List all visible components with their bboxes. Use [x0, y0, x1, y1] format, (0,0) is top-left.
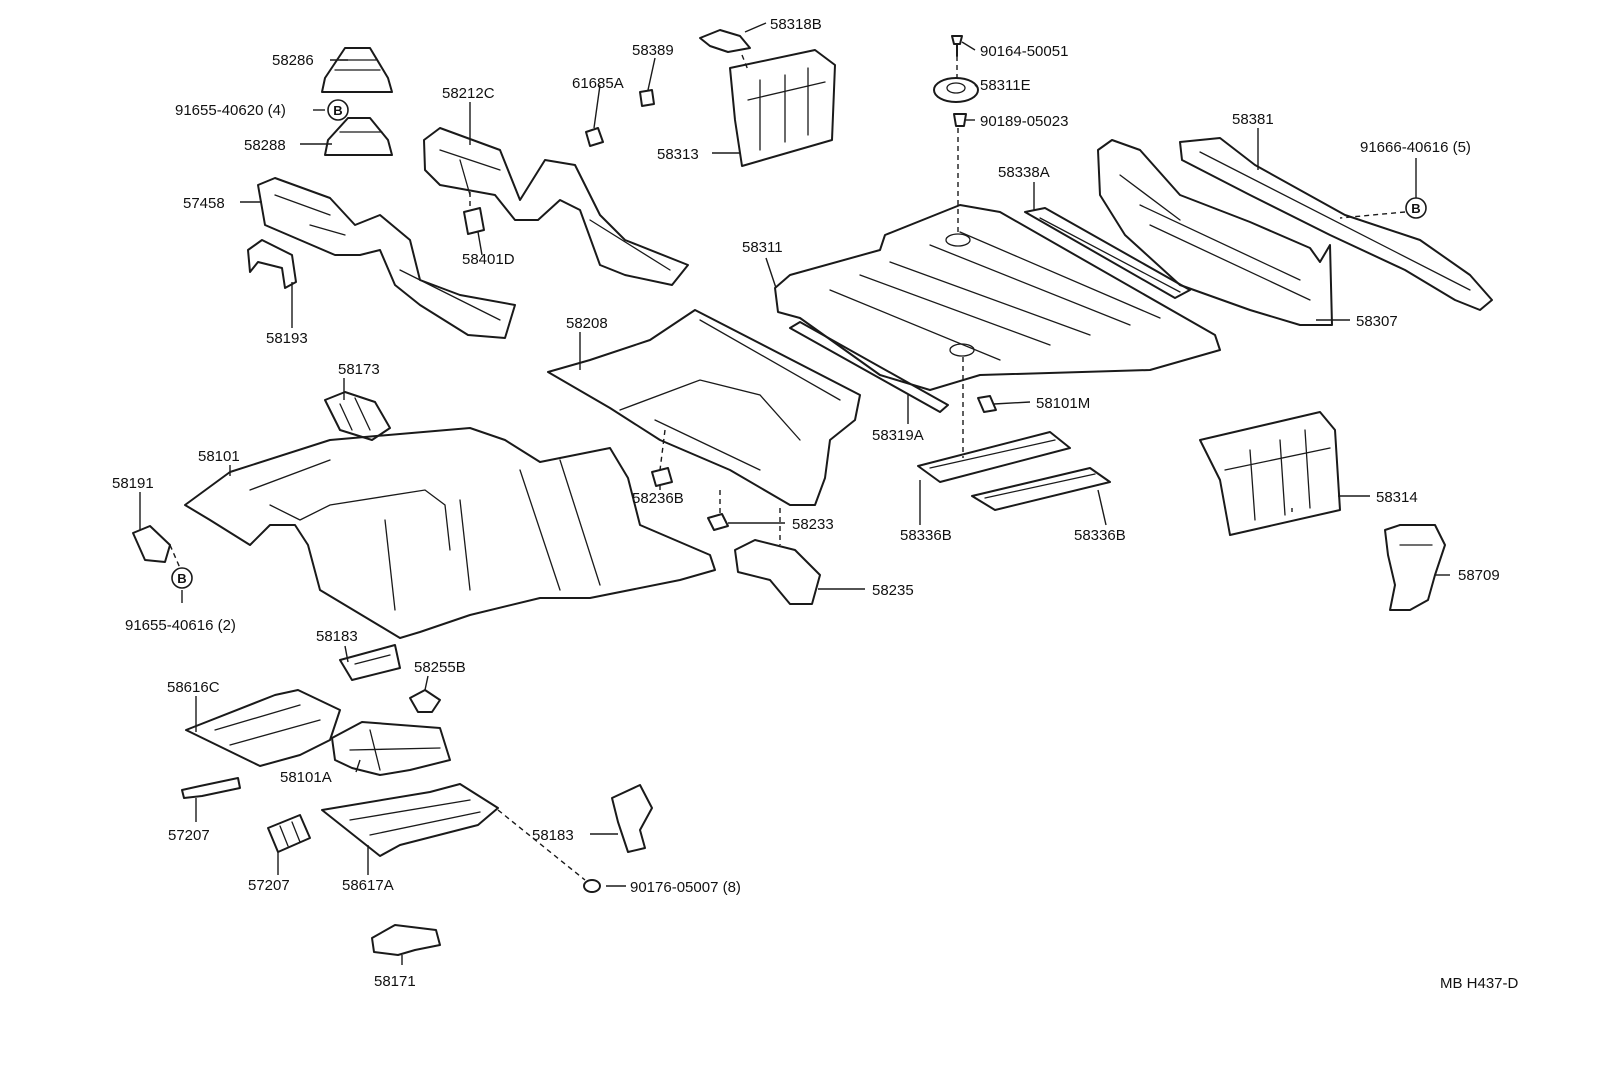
- label-58183-a: 58183: [316, 628, 358, 645]
- dashed-alignment-lines: [169, 54, 1293, 881]
- part-58235-bracket: [734, 539, 821, 605]
- part-57207-pin-a: [181, 777, 241, 799]
- diagram-code: MB H437-D: [1440, 975, 1519, 992]
- label-58314: 58314: [1376, 489, 1418, 506]
- label-58381: 58381: [1232, 111, 1274, 128]
- part-labels: 58286 91655-40620 (4) 58288 57458 58193 …: [112, 16, 1519, 992]
- label-91655-40620: 91655-40620 (4): [175, 102, 286, 119]
- label-58307: 58307: [1356, 313, 1398, 330]
- part-58101M-clip: [977, 395, 997, 413]
- label-58616C: 58616C: [167, 679, 220, 696]
- ref-mark-b-1: B: [327, 99, 349, 121]
- part-58616C-panel: [185, 689, 341, 767]
- part-58173-bracket: [324, 391, 391, 441]
- label-58233: 58233: [792, 516, 834, 533]
- label-90189-05023: 90189-05023: [980, 113, 1068, 130]
- svg-text:B: B: [333, 103, 342, 118]
- part-58208-center-floor: [547, 309, 861, 506]
- label-58389: 58389: [632, 42, 674, 59]
- label-58311E: 58311E: [980, 77, 1031, 94]
- label-58313: 58313: [657, 146, 699, 163]
- svg-text:B: B: [177, 571, 186, 586]
- label-58212C: 58212C: [442, 85, 495, 102]
- leader-lines: [139, 22, 1450, 965]
- part-58255B-clip: [409, 689, 441, 713]
- part-58233-clip: [707, 513, 729, 531]
- label-90176-05007: 90176-05007 (8): [630, 879, 741, 896]
- label-58208: 58208: [566, 315, 608, 332]
- label-90164-50051: 90164-50051: [980, 43, 1068, 60]
- part-90189-05023-clip: [953, 113, 967, 127]
- label-58191: 58191: [112, 475, 154, 492]
- svg-text:B: B: [1411, 201, 1420, 216]
- part-58336B-plate-b: [971, 467, 1111, 511]
- label-58311: 58311: [742, 239, 783, 256]
- part-58381-rail: [1179, 137, 1493, 311]
- part-58314-panel: [1199, 411, 1341, 536]
- label-58173: 58173: [338, 361, 380, 378]
- part-57458-crossmember: [257, 177, 516, 339]
- label-58193: 58193: [266, 330, 308, 347]
- part-58212C-crossmember: [423, 127, 689, 286]
- part-58617A-panel: [321, 783, 499, 857]
- label-91655-40616: 91655-40616 (2): [125, 617, 236, 634]
- part-58183-bracket-a: [339, 644, 401, 681]
- label-58401D: 58401D: [462, 251, 515, 268]
- part-61685A-clip: [585, 127, 604, 147]
- label-91666-40616: 91666-40616 (5): [1360, 139, 1471, 156]
- part-58401D: [463, 207, 485, 235]
- label-58617A: 58617A: [342, 877, 394, 894]
- part-58313-panel: [729, 49, 836, 167]
- part-58338A-strip: [1024, 207, 1191, 299]
- part-58288-boot: [324, 117, 393, 156]
- label-58183-b: 58183: [532, 827, 574, 844]
- label-58336B-b: 58336B: [1074, 527, 1126, 544]
- label-58288: 58288: [244, 137, 286, 154]
- part-58319A-bar: [789, 321, 949, 413]
- part-58318B-bracket: [699, 29, 751, 53]
- part-58709-bracket: [1384, 524, 1446, 611]
- label-57458: 57458: [183, 195, 225, 212]
- part-58193-bracket: [247, 239, 297, 289]
- part-58171-bracket: [371, 924, 441, 956]
- label-58318B: 58318B: [770, 16, 822, 33]
- label-58101: 58101: [198, 448, 240, 465]
- label-58319A: 58319A: [872, 427, 924, 444]
- label-58255B: 58255B: [414, 659, 466, 676]
- part-58183-bracket-b: [611, 784, 653, 853]
- part-58336B-plate-a: [917, 431, 1071, 483]
- label-58236B: 58236B: [632, 490, 684, 507]
- part-58101A-panel: [331, 721, 451, 776]
- ref-mark-b-2: B: [1405, 197, 1427, 219]
- part-90176-05007-nut: [583, 879, 601, 893]
- part-58191-bracket: [132, 525, 171, 563]
- label-58336B-a: 58336B: [900, 527, 952, 544]
- part-58236B-clip: [651, 467, 673, 487]
- part-58307-sill: [1097, 139, 1333, 326]
- label-58171: 58171: [374, 973, 416, 990]
- part-58311-floor-pan: [774, 204, 1221, 391]
- label-58235: 58235: [872, 582, 914, 599]
- label-61685A: 61685A: [572, 75, 624, 92]
- label-57207-b: 57207: [248, 877, 290, 894]
- label-57207-a: 57207: [168, 827, 210, 844]
- label-58286: 58286: [272, 52, 314, 69]
- part-58101-front-floor: [184, 427, 716, 639]
- part-57207-block-b: [267, 814, 311, 853]
- label-58101M: 58101M: [1036, 395, 1090, 412]
- part-90164-50051-screw: [951, 35, 963, 57]
- ref-mark-b-3: B: [171, 567, 193, 589]
- label-58709: 58709: [1458, 567, 1500, 584]
- part-58389-clip: [639, 89, 655, 107]
- part-58311E-grommet: [933, 77, 979, 103]
- label-58101A: 58101A: [280, 769, 332, 786]
- label-58338A: 58338A: [998, 164, 1050, 181]
- part-58286-boot: [321, 47, 393, 93]
